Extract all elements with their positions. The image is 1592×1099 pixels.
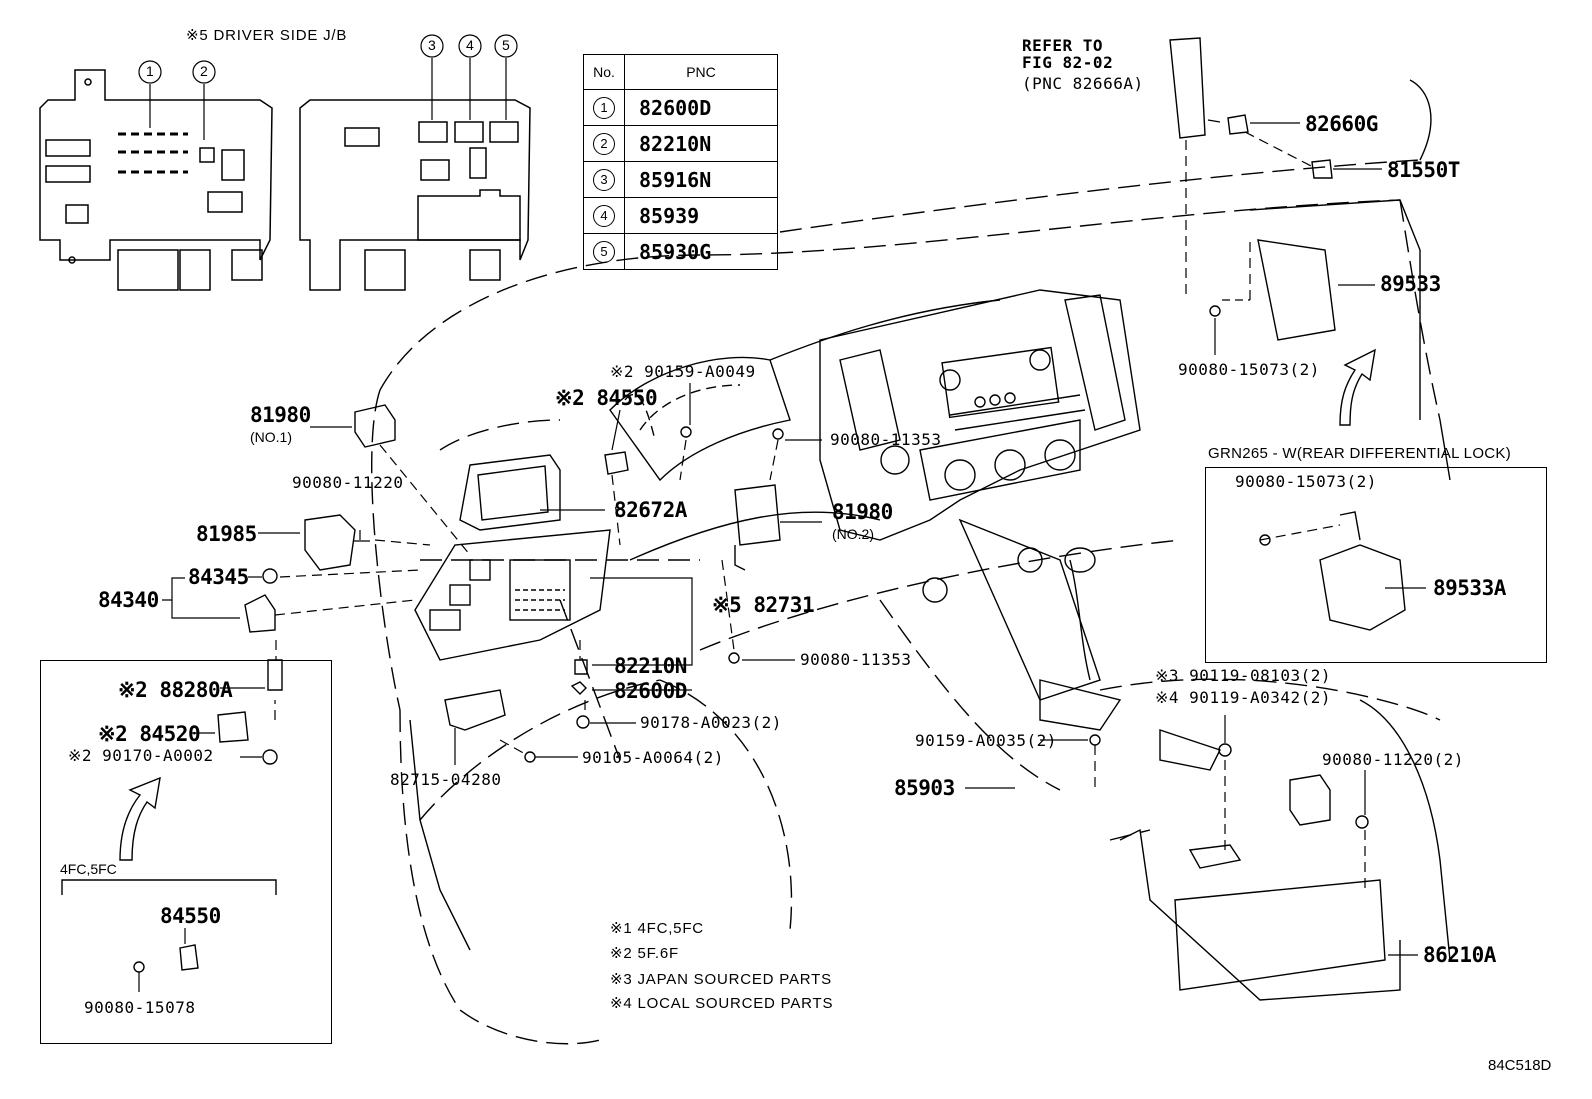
row-pnc: 82600D (624, 89, 778, 126)
center-console-drawing (819, 289, 1221, 771)
refer-line-3: (PNC 82666A) (1022, 74, 1144, 93)
note-1: ※1 4FC,5FC (610, 920, 704, 937)
part-90119-A0342[interactable]: ※4 90119-A0342(2) (1155, 688, 1332, 707)
pnc-table: No. PNC 1 82600D 2 82210N 3 85916N 4 859… (583, 54, 778, 270)
label-no1: (NO.1) (250, 429, 292, 445)
diagram-code: 84C518D (1488, 1057, 1552, 1074)
inset-4fc-bracket (61, 879, 277, 895)
part-81985[interactable]: 81985 (196, 522, 257, 546)
label-no2: (NO.2) (832, 526, 874, 542)
part-84550-main[interactable]: ※2 84550 (555, 386, 658, 410)
part-89533[interactable]: 89533 (1380, 272, 1441, 296)
row-pnc: 82210N (624, 125, 778, 162)
part-90080-15078[interactable]: 90080-15078 (84, 998, 196, 1017)
row-pnc: 85930G (624, 233, 778, 270)
row-pnc: 85916N (624, 161, 778, 198)
part-81550T[interactable]: 81550T (1387, 158, 1460, 182)
small-parts-drawing (133, 37, 1401, 1001)
inset-box-grn265 (1205, 467, 1547, 663)
dashed-connection-lines (274, 131, 1366, 890)
part-82672A[interactable]: 82672A (614, 498, 687, 522)
gauge-cluster-drawing (609, 356, 791, 482)
row-number: 5 (593, 240, 615, 263)
part-88280A[interactable]: ※2 88280A (118, 678, 233, 702)
table-row: 1 82600D (583, 89, 778, 126)
part-82731[interactable]: ※5 82731 (712, 593, 815, 617)
row-number: 2 (593, 132, 615, 155)
callout-4: 4 (466, 37, 474, 53)
part-81980-no1[interactable]: 81980 (250, 403, 311, 427)
direction-arrows (119, 348, 1376, 861)
part-90080-11353-b[interactable]: 90080-11353 (800, 650, 912, 669)
row-number: 1 (593, 96, 615, 119)
table-row: 3 85916N (583, 161, 778, 198)
callout-1: 1 (146, 63, 154, 79)
callout-3: 3 (428, 37, 436, 53)
part-82600D[interactable]: 82600D (614, 679, 687, 703)
part-90159-A0049[interactable]: ※2 90159-A0049 (610, 362, 756, 381)
callout-5: 5 (502, 37, 510, 53)
part-90159-A0035[interactable]: 90159-A0035(2) (915, 731, 1057, 750)
row-number: 4 (593, 204, 615, 227)
note-3: ※3 JAPAN SOURCED PARTS (610, 971, 832, 988)
jb-callout-leaders (138, 34, 518, 140)
part-90080-11220-a[interactable]: 90080-11220 (292, 473, 404, 492)
jb-title: ※5 DRIVER SIDE J/B (186, 27, 348, 44)
part-86210A[interactable]: 86210A (1423, 943, 1496, 967)
fuse-block-drawing (414, 454, 611, 661)
refer-line-2: FIG 82-02 (1022, 53, 1114, 72)
part-82210N[interactable]: 82210N (614, 654, 687, 678)
header-pnc: PNC (624, 54, 778, 90)
junction-block-right-drawing (299, 99, 531, 291)
inset-box-88280A (40, 660, 332, 1044)
part-90080-11220-b[interactable]: 90080-11220(2) (1322, 750, 1464, 769)
table-row: 4 85939 (583, 197, 778, 234)
part-84340[interactable]: 84340 (98, 588, 159, 612)
part-89533A[interactable]: 89533A (1433, 576, 1506, 600)
row-number: 3 (593, 168, 615, 191)
part-84520[interactable]: ※2 84520 (98, 722, 201, 746)
row-pnc: 85939 (624, 197, 778, 234)
dashboard-solid-lines (409, 79, 1451, 961)
part-82715-04280[interactable]: 82715-04280 (390, 770, 502, 789)
refer-line-1: REFER TO (1022, 36, 1104, 55)
part-90080-11353-a[interactable]: 90080-11353 (830, 430, 942, 449)
pnc-table-header: No. PNC (583, 54, 778, 90)
part-82660G[interactable]: 82660G (1305, 112, 1378, 136)
header-no: No. (583, 54, 625, 90)
part-90105-A0064[interactable]: 90105-A0064(2) (582, 748, 724, 767)
part-81980-no2[interactable]: 81980 (832, 500, 893, 524)
note-2: ※2 5F.6F (610, 945, 679, 962)
part-84550-inset[interactable]: 84550 (160, 904, 221, 928)
inset-4fc-title: 4FC,5FC (60, 861, 117, 877)
part-90178-A0023[interactable]: 90178-A0023(2) (640, 713, 782, 732)
callout-2: 2 (200, 63, 208, 79)
table-row: 5 85930G (583, 233, 778, 270)
leader-lines (138, 119, 1426, 992)
note-4: ※4 LOCAL SOURCED PARTS (610, 995, 834, 1012)
part-85903[interactable]: 85903 (894, 776, 955, 800)
junction-block-left-drawing (39, 69, 273, 291)
grn-inset-drawing (1259, 511, 1406, 631)
table-row: 2 82210N (583, 125, 778, 162)
part-90080-15073-grn[interactable]: 90080-15073(2) (1235, 472, 1377, 491)
grn-title: GRN265 - W(REAR DIFFERENTIAL LOCK) (1208, 445, 1512, 462)
part-90170-A0002[interactable]: ※2 90170-A0002 (68, 746, 214, 765)
part-84345[interactable]: 84345 (188, 565, 249, 589)
part-90119-08103[interactable]: ※3 90119-08103(2) (1155, 666, 1332, 685)
part-90080-15073-main[interactable]: 90080-15073(2) (1178, 360, 1320, 379)
